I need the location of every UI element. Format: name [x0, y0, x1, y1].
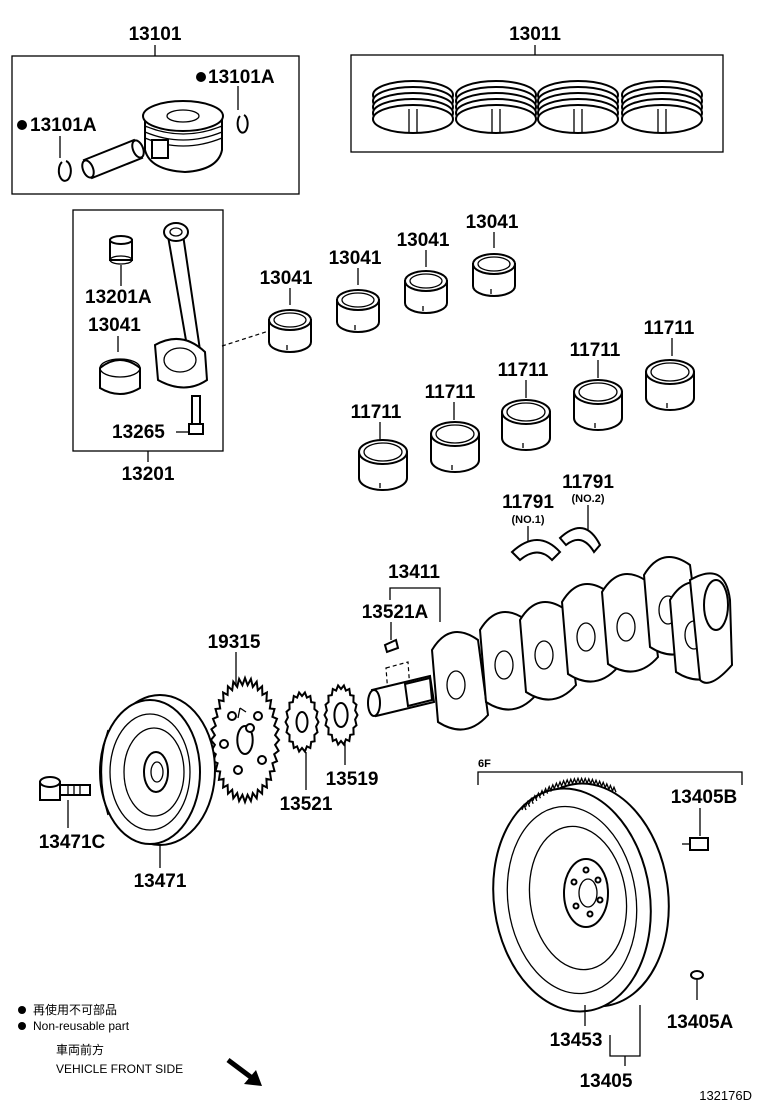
- label-conrod-bushing: 13201A: [85, 287, 152, 308]
- piston-ring-icon: [537, 80, 619, 134]
- main-bearing-icon: [430, 421, 480, 473]
- label-bearing-2: 13041: [329, 248, 382, 269]
- piston-ring-icon: [455, 80, 537, 134]
- conrod-bearing-icon: [404, 270, 448, 314]
- label-conrod-bearing: 13041: [88, 315, 141, 336]
- label-thrust-washer-2: 11791: [562, 472, 614, 493]
- label-pulley: 13471: [134, 871, 187, 892]
- piston-icon: [142, 100, 224, 174]
- main-bearing-icon: [573, 379, 623, 431]
- front-direction-arrow-icon: [226, 1058, 262, 1086]
- ring-set-group: 13011: [350, 24, 724, 153]
- label-gear-13519: 13519: [326, 769, 379, 790]
- timing-gear-group: 19315: [208, 632, 281, 805]
- label-bearing-4: 13041: [466, 212, 519, 233]
- piston-pin-icon: [81, 138, 145, 180]
- label-conrod-group: 13201: [122, 464, 175, 485]
- pulley-group: 13471 13471C: [39, 694, 216, 892]
- conrod-bushing-icon: [109, 235, 133, 265]
- label-main-bearing-4: 11711: [570, 340, 621, 361]
- label-key: 13521A: [362, 602, 429, 623]
- label-main-bearing-1: 11711: [351, 402, 402, 423]
- piston-rings-icon: [372, 80, 703, 134]
- ring-set-box: [350, 54, 724, 153]
- connecting-rod-icon: [153, 222, 209, 389]
- main-bearing-icon: [645, 359, 695, 411]
- snap-ring-icon: [57, 160, 72, 182]
- conrod-bearing-icon: [336, 289, 380, 333]
- piston-group: 13101 13101A 13101A: [11, 24, 300, 195]
- label-bearing-3: 13041: [397, 230, 450, 251]
- conrod-bolt-icon: [188, 395, 204, 435]
- main-bearing-icon: [358, 439, 408, 491]
- label-ring-set: 13011: [509, 24, 561, 45]
- non-reusable-dot-icon: [17, 120, 27, 130]
- conrod-bearing-icon: [268, 309, 312, 353]
- legend-non-reusable-en: Non-reusable part: [33, 1019, 130, 1033]
- thrust-washer-icon: [510, 539, 562, 562]
- label-ring-gear: 13453: [550, 1030, 603, 1051]
- thrust-washer-icon: [558, 527, 602, 554]
- label-pulley-bolt: 13471C: [39, 832, 106, 853]
- label-timing-gear: 19315: [208, 632, 261, 653]
- label-flywheel: 13405: [580, 1071, 633, 1092]
- label-flywheel-pin: 13405A: [667, 1012, 734, 1033]
- main-bearing-icon: [501, 399, 551, 451]
- timing-gear-icon: [209, 675, 281, 805]
- gear-icon: [323, 683, 359, 747]
- crank-gears: 13521 13519: [280, 683, 379, 815]
- label-crank-gear: 13521: [280, 794, 333, 815]
- main-bearings-row: 11711 11711 11711 11711 11711: [351, 318, 695, 491]
- thrust-washers: 11791 (NO.1) 11791 (NO.2): [502, 472, 614, 562]
- figure-id: 132176D: [699, 1088, 752, 1103]
- label-thrust-washer-2-note: (NO.2): [572, 493, 605, 505]
- label-thrust-washer-1-note: (NO.1): [512, 514, 545, 526]
- non-reusable-dot-icon: [18, 1006, 26, 1014]
- label-main-bearing-5: 11711: [644, 318, 695, 339]
- conrod-bearings-row: 13041 13041 13041 13041: [260, 212, 519, 353]
- label-piston-group: 13101: [129, 24, 182, 45]
- crank-gear-icon: [284, 690, 320, 754]
- non-reusable-dot-icon: [196, 72, 206, 82]
- legend-non-reusable-jp: 再使用不可部品: [33, 1002, 117, 1017]
- non-reusable-dot-icon: [18, 1022, 26, 1030]
- flywheel-bolt-icon: [682, 837, 709, 851]
- label-snap-ring-left: 13101A: [30, 115, 97, 136]
- label-flywheel-bolt: 13405B: [671, 787, 738, 808]
- label-variant: 6F: [478, 758, 491, 770]
- conrod-bearing-icon: [472, 253, 516, 297]
- snap-ring-icon: [236, 114, 249, 134]
- piston-ring-icon: [372, 80, 454, 134]
- conrod-group: 13201 13201A 13041 13265: [72, 209, 273, 485]
- label-main-bearing-2: 11711: [425, 382, 476, 403]
- label-crankshaft: 13411: [388, 562, 440, 583]
- key-icon: [383, 638, 400, 654]
- label-snap-ring-right: 13101A: [208, 67, 275, 88]
- crankshaft-group: 13411 13521A: [362, 556, 734, 731]
- legend-front-en: VEHICLE FRONT SIDE: [56, 1062, 183, 1076]
- label-thrust-washer-1: 11791: [502, 492, 554, 513]
- label-conrod-bolt: 13265: [112, 422, 165, 443]
- legend-front-jp: 車両前方: [56, 1042, 104, 1057]
- pulley-bolt-icon: [39, 776, 91, 801]
- legend: 再使用不可部品 Non-reusable part 車両前方 VEHICLE F…: [18, 1002, 262, 1086]
- pulley-icon: [99, 694, 216, 846]
- flywheel-icon: [492, 776, 670, 1013]
- conrod-bearing-icon: [99, 358, 141, 395]
- label-main-bearing-3: 11711: [498, 360, 549, 381]
- piston-box: [11, 55, 300, 195]
- flywheel-pin-icon: [690, 970, 704, 980]
- label-bearing-1: 13041: [260, 268, 313, 289]
- piston-ring-icon: [621, 80, 703, 134]
- flywheel-group: 6F 13405B 13405A 13453 13405: [477, 758, 743, 1092]
- crankshaft-icon: [367, 556, 734, 731]
